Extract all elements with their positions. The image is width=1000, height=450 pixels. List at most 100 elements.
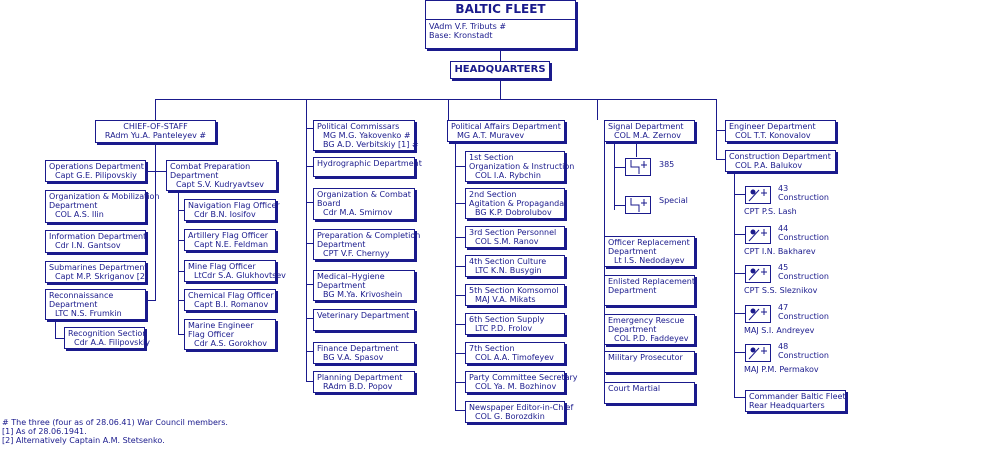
signal-unit-385-label: 385 — [659, 160, 675, 169]
medical-hygiene-department: Medical–Hygiene Department BG M.Ya. Kriv… — [313, 270, 415, 301]
dept-label: Commander Baltic Fleet — [749, 392, 846, 401]
dept-head: MG A.T. Muravev — [457, 131, 525, 140]
construction-unit-icon — [745, 265, 771, 283]
dept-head: COL A.S. Ilin — [55, 210, 104, 219]
unit-type: Construction — [778, 272, 829, 281]
dept-head: Capt N.E. Feldman — [194, 240, 269, 249]
section-3: 3rd Section Personnel COL S.M. Ranov — [465, 226, 565, 248]
dept-label: Navigation Flag Officer — [188, 201, 280, 210]
dept-label: Department — [608, 325, 657, 334]
dept-label: Recognition Section — [68, 329, 148, 338]
signal-department: Signal Department COL M.A. Zernov — [604, 120, 695, 142]
dept-label: Political Affairs Department — [451, 122, 561, 131]
connector-line — [178, 300, 184, 301]
connector-line — [55, 338, 64, 339]
unit-number: 47 — [778, 303, 789, 312]
connector-line — [455, 353, 465, 354]
connector-line — [455, 166, 465, 167]
dept-head: COL Ya. M. Bozhinov — [475, 382, 557, 391]
dept-label: 7th Section — [469, 344, 515, 353]
connector-line — [734, 352, 745, 353]
connector-line — [155, 143, 156, 300]
dept-label: Organization & Instruction — [469, 162, 575, 171]
dept-head: Capt M.P. Skriganov [2] — [55, 272, 149, 281]
marine-engineer-flag-officer: Marine Engineer Flag Officer Cdr A.S. Go… — [184, 319, 276, 350]
unit-number: 45 — [778, 263, 789, 272]
dept-label: Emergency Rescue — [608, 316, 685, 325]
connector-line — [455, 382, 465, 383]
dept-label: Chemical Flag Officer — [188, 291, 274, 300]
footnote: [2] Alternatively Captain A.M. Stetsenko… — [2, 436, 165, 445]
construction-unit-icon — [745, 305, 771, 323]
mine-flag-officer: Mine Flag Officer LtCdr S.A. Glukhovtsev — [184, 260, 286, 282]
chief-of-staff-box: CHIEF-OF-STAFF RAdm Yu.A. Panteleyev # — [95, 120, 216, 143]
recognition-section: Recognition Section Cdr A.A. Filipovskiy — [64, 327, 150, 349]
dept-label: Submarines Department — [49, 263, 148, 272]
dept-label: 3rd Section Personnel — [469, 228, 557, 237]
connector-line — [500, 49, 501, 61]
connector-line — [178, 190, 179, 335]
connector-line — [734, 313, 745, 314]
dept-label: Officer Replacement — [608, 238, 690, 247]
dept-label: Department — [49, 201, 98, 210]
dept-label: Veterinary Department — [317, 311, 410, 320]
dept-label: 4th Section Culture — [469, 257, 547, 266]
connector-line — [306, 128, 313, 129]
dept-label: Department — [317, 240, 366, 249]
dept-label: Department — [608, 286, 657, 295]
newspaper-editor-in-chief: Newspaper Editor-in-Chief COL G. Borozdk… — [465, 401, 573, 423]
veterinary-department: Veterinary Department — [313, 309, 415, 331]
officer-replacement-department: Officer Replacement Department Lt I.S. N… — [604, 236, 695, 267]
connector-line — [155, 99, 716, 100]
navigation-flag-officer: Navigation Flag Officer Cdr B.N. Iosifov — [184, 199, 280, 221]
connector-line — [734, 194, 745, 195]
dept-head: COL A.A. Timofeyev — [475, 353, 554, 362]
unit-number: 44 — [778, 224, 789, 233]
dept-head: BG A.D. Verbitskiy [1] # — [323, 140, 419, 149]
connector-line — [146, 171, 167, 172]
connector-line — [178, 271, 184, 272]
footnote: # The three (four as of 28.06.41) War Co… — [2, 418, 228, 427]
dept-label: Department — [317, 281, 366, 290]
dept-label: Department — [49, 300, 98, 309]
connector-line — [306, 284, 313, 285]
connector-line — [146, 300, 156, 301]
dept-label: 5th Section Komsomol — [469, 286, 559, 295]
dept-label: Flag Officer — [188, 330, 234, 339]
enlisted-replacement-department: Enlisted Replacement Department — [604, 275, 695, 306]
unit-type: Construction — [778, 193, 829, 202]
connector-line — [306, 99, 307, 120]
connector-line — [604, 142, 605, 392]
connector-line — [306, 120, 307, 382]
court-martial: Court Martial — [604, 382, 695, 404]
dept-label: Operations Department — [49, 162, 144, 171]
dept-head: BG V.A. Spasov — [323, 353, 384, 362]
unit-type: Construction — [778, 233, 829, 242]
dept-head: Cdr I.N. Gantsov — [55, 241, 121, 250]
connector-line — [716, 130, 725, 131]
artillery-flag-officer: Artillery Flag Officer Capt N.E. Feldman — [184, 229, 276, 251]
signal-unit-special-label: Special — [659, 196, 688, 205]
dept-head: COL M.A. Zernov — [614, 131, 681, 140]
political-affairs-department: Political Affairs Department MG A.T. Mur… — [447, 120, 565, 142]
section-6: 6th Section Supply LTC P.D. Frolov — [465, 313, 565, 335]
dept-label: Board — [317, 199, 341, 208]
dept-head: LTC P.D. Frolov — [475, 324, 533, 333]
dept-label: 1st Section — [469, 153, 514, 162]
connector-line — [734, 172, 735, 397]
dept-label: Organization & Combat — [317, 190, 411, 199]
construction-department: Construction Department COL P.A. Balukov — [725, 150, 836, 172]
fleet-base: Base: Kronstadt — [429, 31, 493, 40]
dept-label: Marine Engineer — [188, 321, 254, 330]
dept-label: Party Committee Secretary — [469, 373, 578, 382]
dept-head: Cdr M.A. Smirnov — [323, 208, 393, 217]
connector-line — [178, 240, 184, 241]
submarines-department: Submarines Department Capt M.P. Skrigano… — [45, 261, 149, 283]
connector-line — [636, 143, 637, 157]
connector-line — [306, 166, 313, 167]
information-department: Information Department Cdr I.N. Gantsov — [45, 230, 146, 253]
connector-line — [614, 205, 625, 206]
fleet-commander: VAdm V.F. Tributs # — [429, 22, 507, 31]
footnotes: # The three (four as of 28.06.41) War Co… — [2, 418, 228, 445]
dept-head: LtCdr S.A. Glukhovtsev — [194, 271, 286, 280]
